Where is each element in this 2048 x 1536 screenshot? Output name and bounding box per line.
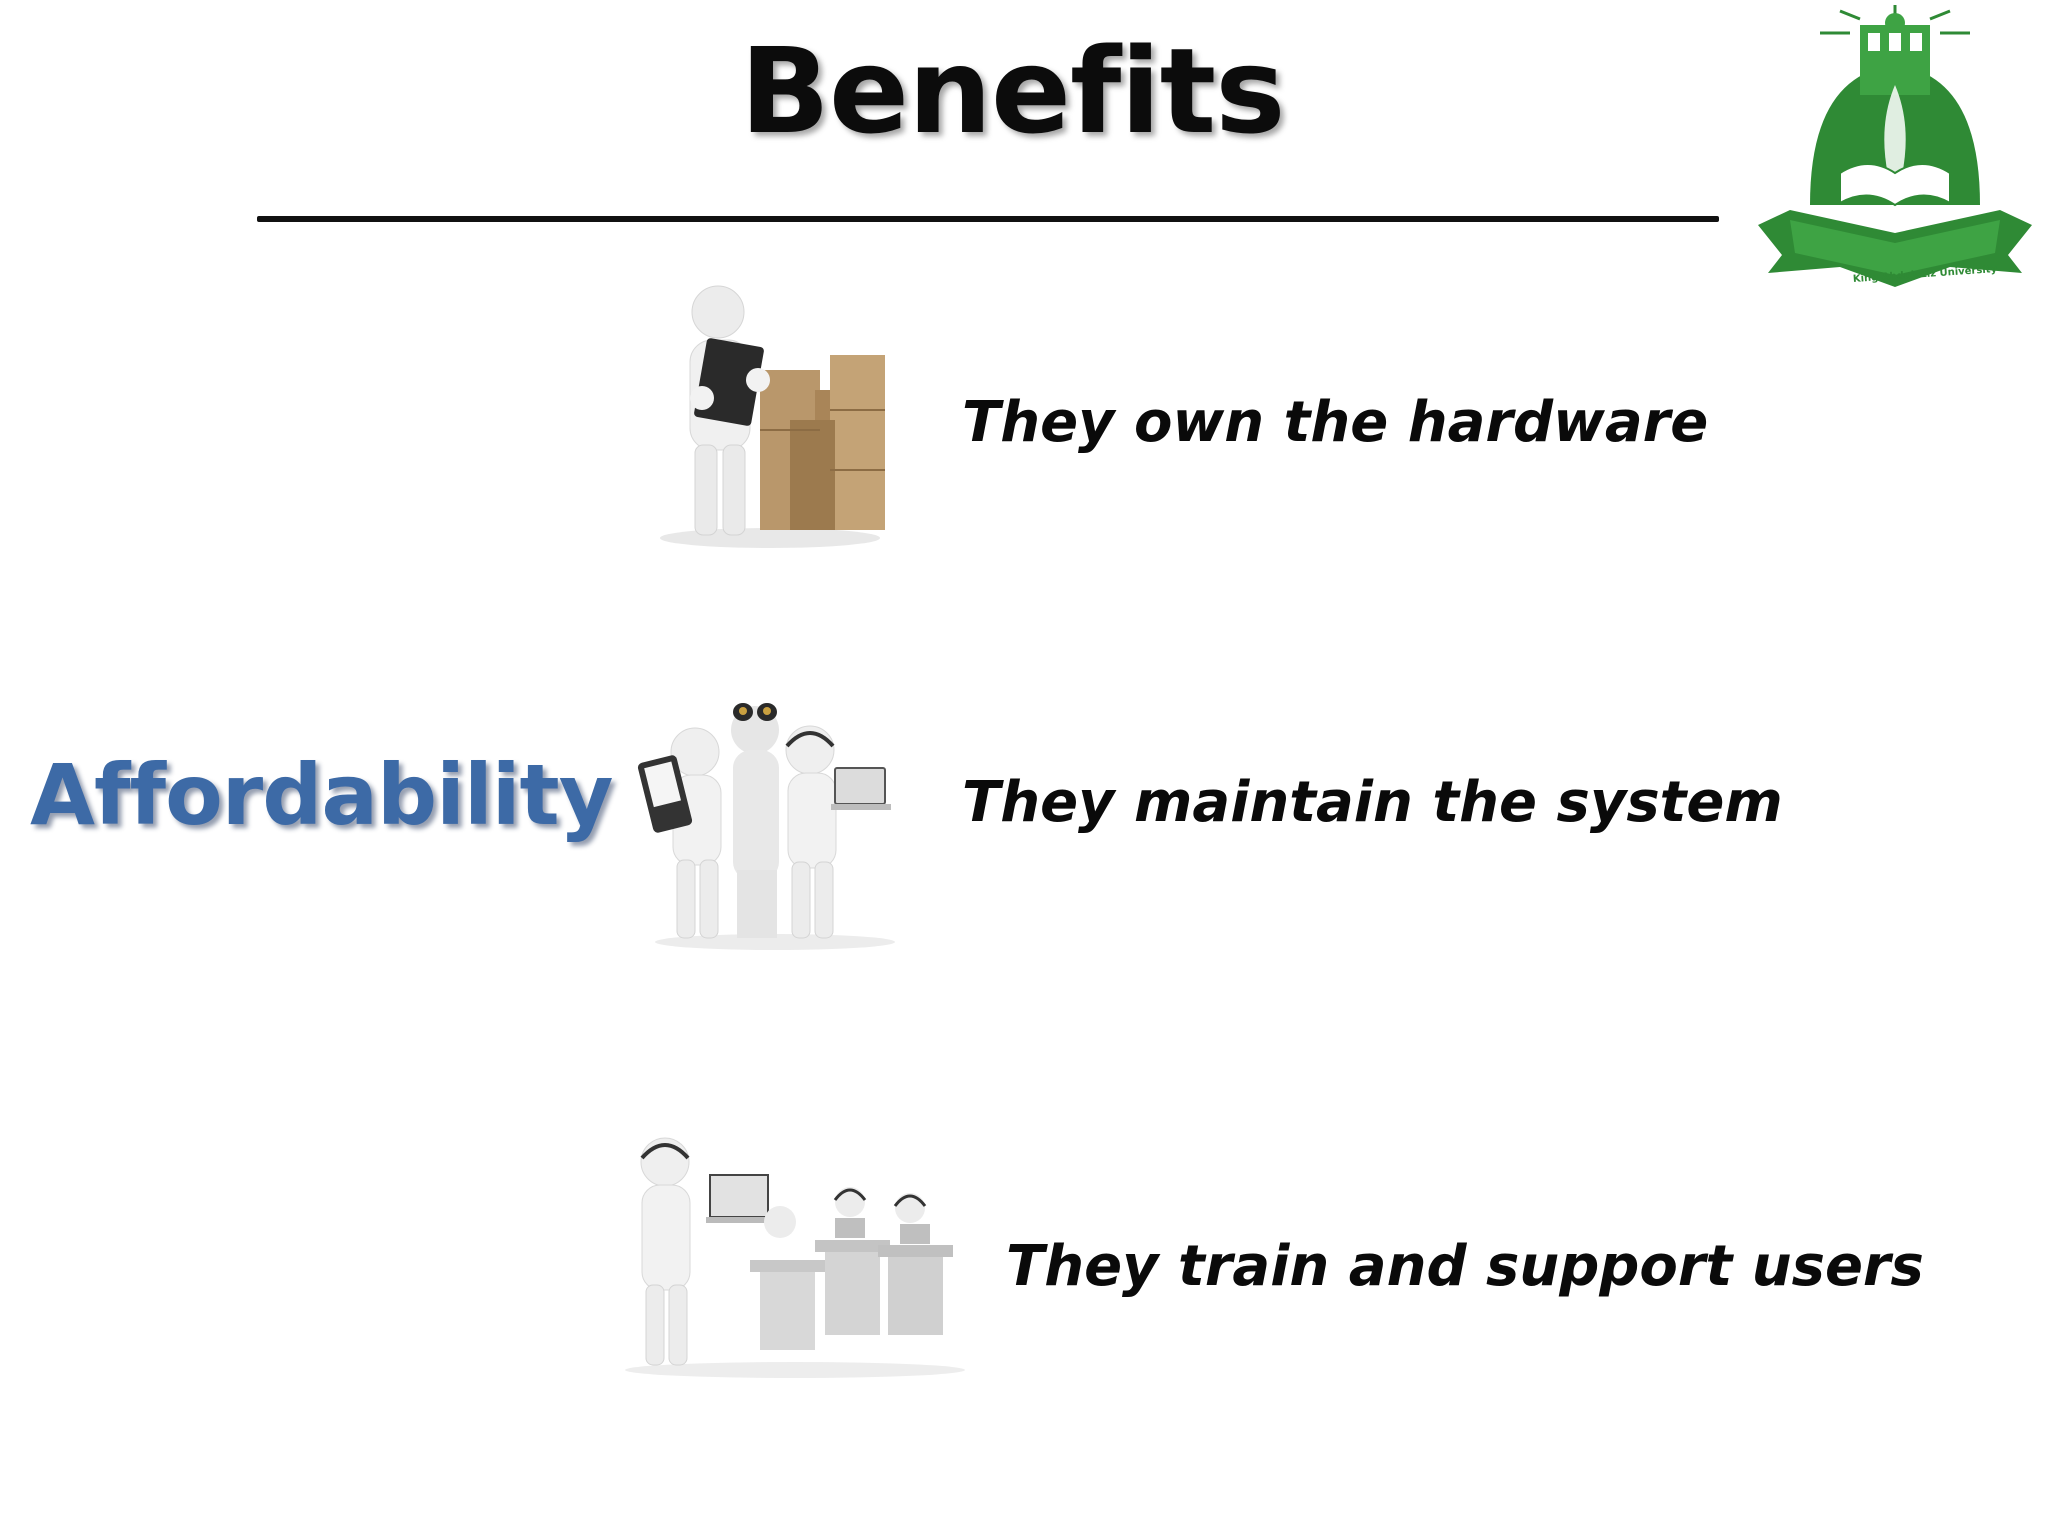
benefit-3-text: They train and support users <box>1006 1234 1924 1299</box>
benefit-2-text: They maintain the system <box>962 770 1783 835</box>
page-title: Benefits <box>740 22 1285 160</box>
benefit-1-text: They own the hardware <box>962 390 1709 455</box>
category-label: Affordability <box>30 746 613 844</box>
title-divider <box>257 216 1719 222</box>
person-with-boxes-icon <box>640 280 900 550</box>
team-maintaining-icon <box>635 680 910 950</box>
university-logo: King Abdulaziz University <box>1750 5 2040 305</box>
logo-emblem-icon <box>1758 5 2032 287</box>
trainer-with-users-icon <box>610 1130 980 1380</box>
